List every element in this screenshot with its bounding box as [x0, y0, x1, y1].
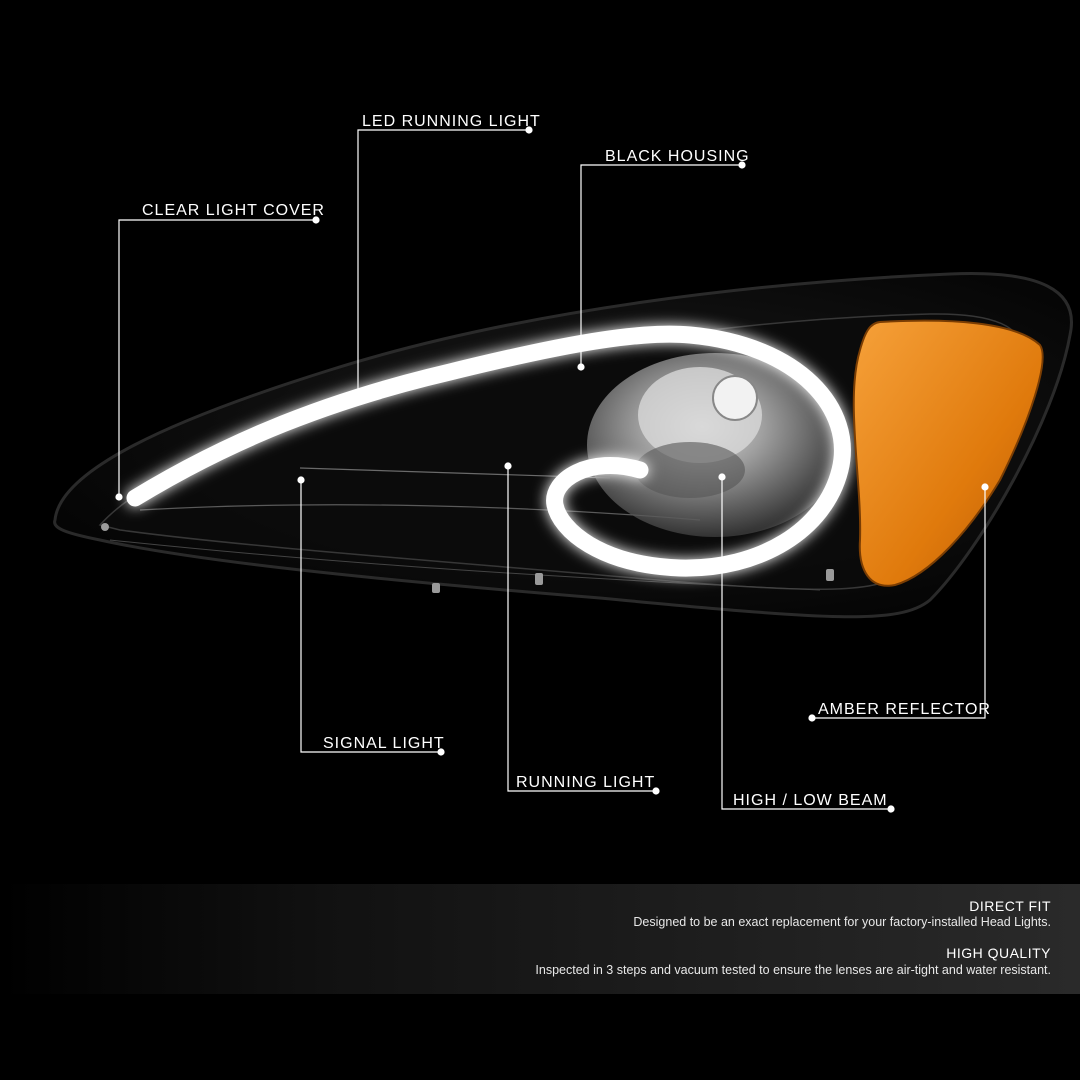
callout-lines	[115, 126, 989, 813]
amber-reflector-lens	[852, 319, 1044, 587]
label-amber-reflector: AMBER REFLECTOR	[818, 701, 991, 718]
feature-desc-high-quality: Inspected in 3 steps and vacuum tested t…	[535, 963, 1051, 977]
label-running-light: RUNNING LIGHT	[516, 774, 656, 791]
feature-desc-direct-fit: Designed to be an exact replacement for …	[633, 915, 1051, 929]
led-running-light-bar	[126, 325, 851, 577]
feature-info-bar: DIRECT FIT Designed to be an exact repla…	[0, 884, 1080, 994]
feature-title-high-quality: HIGH QUALITY	[946, 945, 1051, 961]
label-clear-light-cover: CLEAR LIGHT COVER	[142, 202, 325, 219]
projector-lens	[712, 375, 758, 421]
label-signal-light: SIGNAL LIGHT	[323, 735, 445, 752]
label-led-running-light: LED RUNNING LIGHT	[362, 113, 541, 130]
label-black-housing: BLACK HOUSING	[605, 148, 750, 165]
label-high-low-beam: HIGH / LOW BEAM	[733, 792, 888, 809]
feature-title-direct-fit: DIRECT FIT	[969, 898, 1051, 914]
mounting-tabs	[101, 523, 834, 593]
